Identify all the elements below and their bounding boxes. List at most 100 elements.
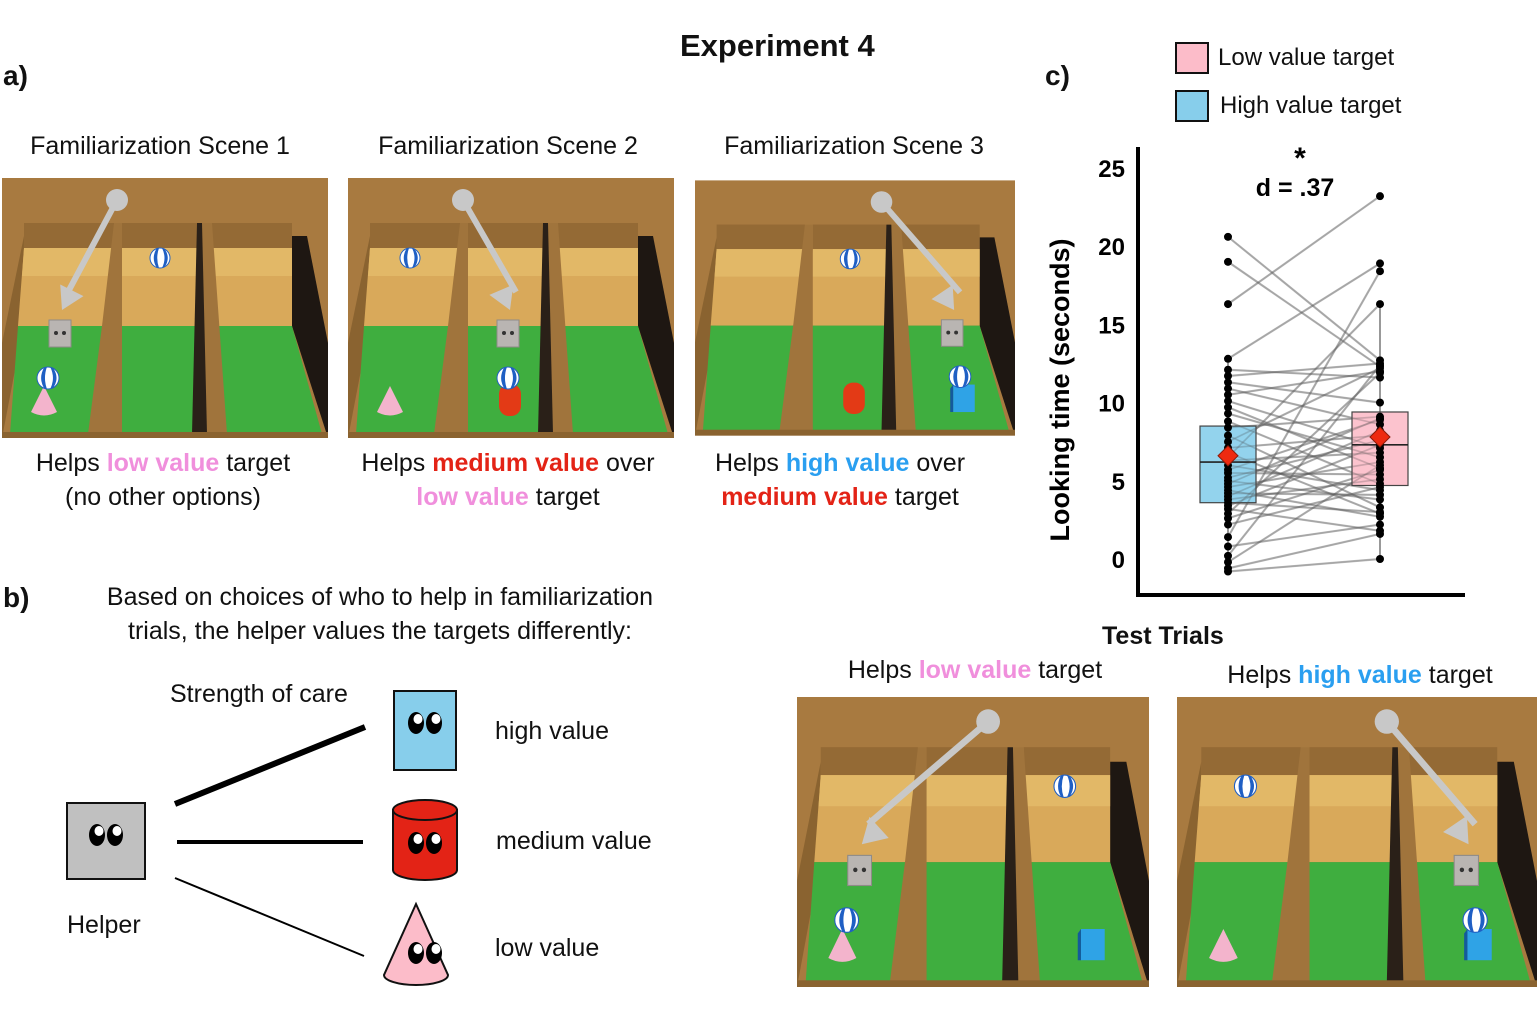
helper-cube-icon [1453, 854, 1480, 887]
data-point [1224, 437, 1232, 446]
divider-wall [434, 223, 468, 434]
caption-line-1: Helps low value target [800, 653, 1150, 687]
data-point [1376, 300, 1384, 309]
paired-line-overlay [1227, 381, 1381, 404]
data-point [1224, 257, 1232, 266]
pointer-arrow-shaft [65, 198, 120, 294]
lane-back-wall [1201, 747, 1301, 776]
paired-line-overlay [1227, 469, 1381, 520]
effect-size-label: d = .37 [1256, 174, 1335, 202]
cube-target-icon [953, 384, 975, 413]
cube-target-side [950, 384, 954, 413]
right-side-shadow [979, 237, 1015, 436]
caption-text: Helps [361, 449, 433, 477]
cone-target-icon [1209, 929, 1238, 962]
helper-cube-icon [847, 854, 873, 887]
lane-platform-top [22, 248, 114, 276]
familiarization-scene-1-image [2, 178, 328, 438]
left-side-wall [1177, 761, 1202, 987]
lane-floor [552, 326, 668, 434]
paired-line-overlay [1227, 362, 1381, 377]
medium-value-highlight: medium value [721, 483, 888, 511]
paired-line [1227, 362, 1381, 378]
caption-text: target [219, 449, 291, 477]
beach-ball-icon [1233, 774, 1258, 798]
pointer-arrow-shaft [879, 200, 963, 295]
lane-back-wall [1023, 747, 1111, 776]
divider-wall [1271, 747, 1310, 983]
cone-target-icon [828, 929, 857, 962]
paired-line-overlay [1227, 461, 1381, 488]
familiarization-scene-1-caption: Helps low value target (no other options… [0, 446, 326, 514]
lane-back-wall [122, 223, 197, 248]
data-point [1376, 529, 1384, 538]
caption-text: Helps [714, 449, 786, 477]
lane-platform-top [818, 775, 918, 807]
data-point [1376, 520, 1384, 529]
paired-line [1227, 507, 1381, 532]
lane-back-wall [370, 223, 460, 248]
data-point [1224, 558, 1232, 567]
paired-line-overlay [1227, 195, 1381, 305]
caption-line-1: Helps medium value over [333, 446, 683, 480]
floor-edge [695, 429, 1015, 436]
paired-line-overlay [1227, 368, 1381, 379]
divider-shadow [538, 223, 553, 434]
pointer-arrow-shaft [866, 718, 991, 827]
test-scene-1-caption: Helps low value target [800, 653, 1150, 687]
helper-shape [66, 802, 146, 880]
data-point [1224, 378, 1232, 387]
data-point [1224, 403, 1232, 412]
weak-care-line [174, 877, 365, 957]
medium-value-label: medium value [496, 827, 652, 855]
paired-line-overlay [1227, 387, 1381, 426]
data-point [1224, 354, 1232, 363]
beach-ball-icon [1053, 774, 1077, 798]
low-value-target-shape [382, 901, 450, 986]
lane-floor [116, 326, 212, 434]
familiarization-scene-2-caption: Helps medium value over low value target [333, 446, 683, 514]
floor-edge [797, 980, 1149, 987]
data-point [1224, 397, 1232, 406]
paired-line [1227, 557, 1381, 573]
paired-line [1227, 262, 1381, 360]
high-value-label: high value [495, 717, 609, 745]
caption-text: over [599, 449, 655, 477]
data-point [1224, 533, 1232, 542]
helper-cube-icon [48, 319, 72, 348]
data-point [1224, 551, 1232, 560]
medium-value-highlight: medium value [432, 449, 599, 477]
y-tick-label: 10 [1098, 391, 1125, 418]
test-scene-1-image [797, 697, 1149, 987]
cube-target-side [1077, 929, 1081, 961]
paired-line-overlay [1227, 489, 1381, 518]
lane-back-wall [1309, 747, 1393, 776]
strong-care-line [173, 724, 367, 807]
lane-floor [206, 326, 322, 434]
helper-cube-icon [940, 319, 964, 347]
familiarization-scene-2-title: Familiarization Scene 2 [378, 132, 638, 160]
legend-high-value-swatch [1175, 90, 1209, 122]
y-axis-label: Looking time (seconds) [1045, 238, 1075, 541]
familiarization-scene-1-title: Familiarization Scene 1 [30, 132, 290, 160]
left-side-wall [797, 761, 821, 987]
paired-line-overlay [1227, 533, 1381, 570]
lane-platform-top [1307, 775, 1393, 807]
paired-line [1227, 523, 1381, 548]
data-point [1376, 267, 1384, 276]
paired-line [1227, 195, 1381, 305]
paired-line [1227, 370, 1381, 396]
familiarization-scene-3-title: Familiarization Scene 3 [724, 132, 984, 160]
paired-line-overlay [1227, 420, 1381, 485]
paired-line [1227, 501, 1381, 514]
y-tick-label: 15 [1098, 312, 1125, 339]
paired-line-overlay [1227, 430, 1381, 498]
paired-line-overlay [1227, 236, 1381, 361]
caption-line-2: low value target [333, 480, 683, 514]
paired-line [1227, 532, 1381, 570]
data-point [1376, 420, 1384, 429]
pointer-hand-icon [452, 189, 474, 211]
care-diagram [66, 690, 458, 986]
divider-wall [779, 224, 813, 432]
pointer-hand-icon [1374, 709, 1399, 734]
